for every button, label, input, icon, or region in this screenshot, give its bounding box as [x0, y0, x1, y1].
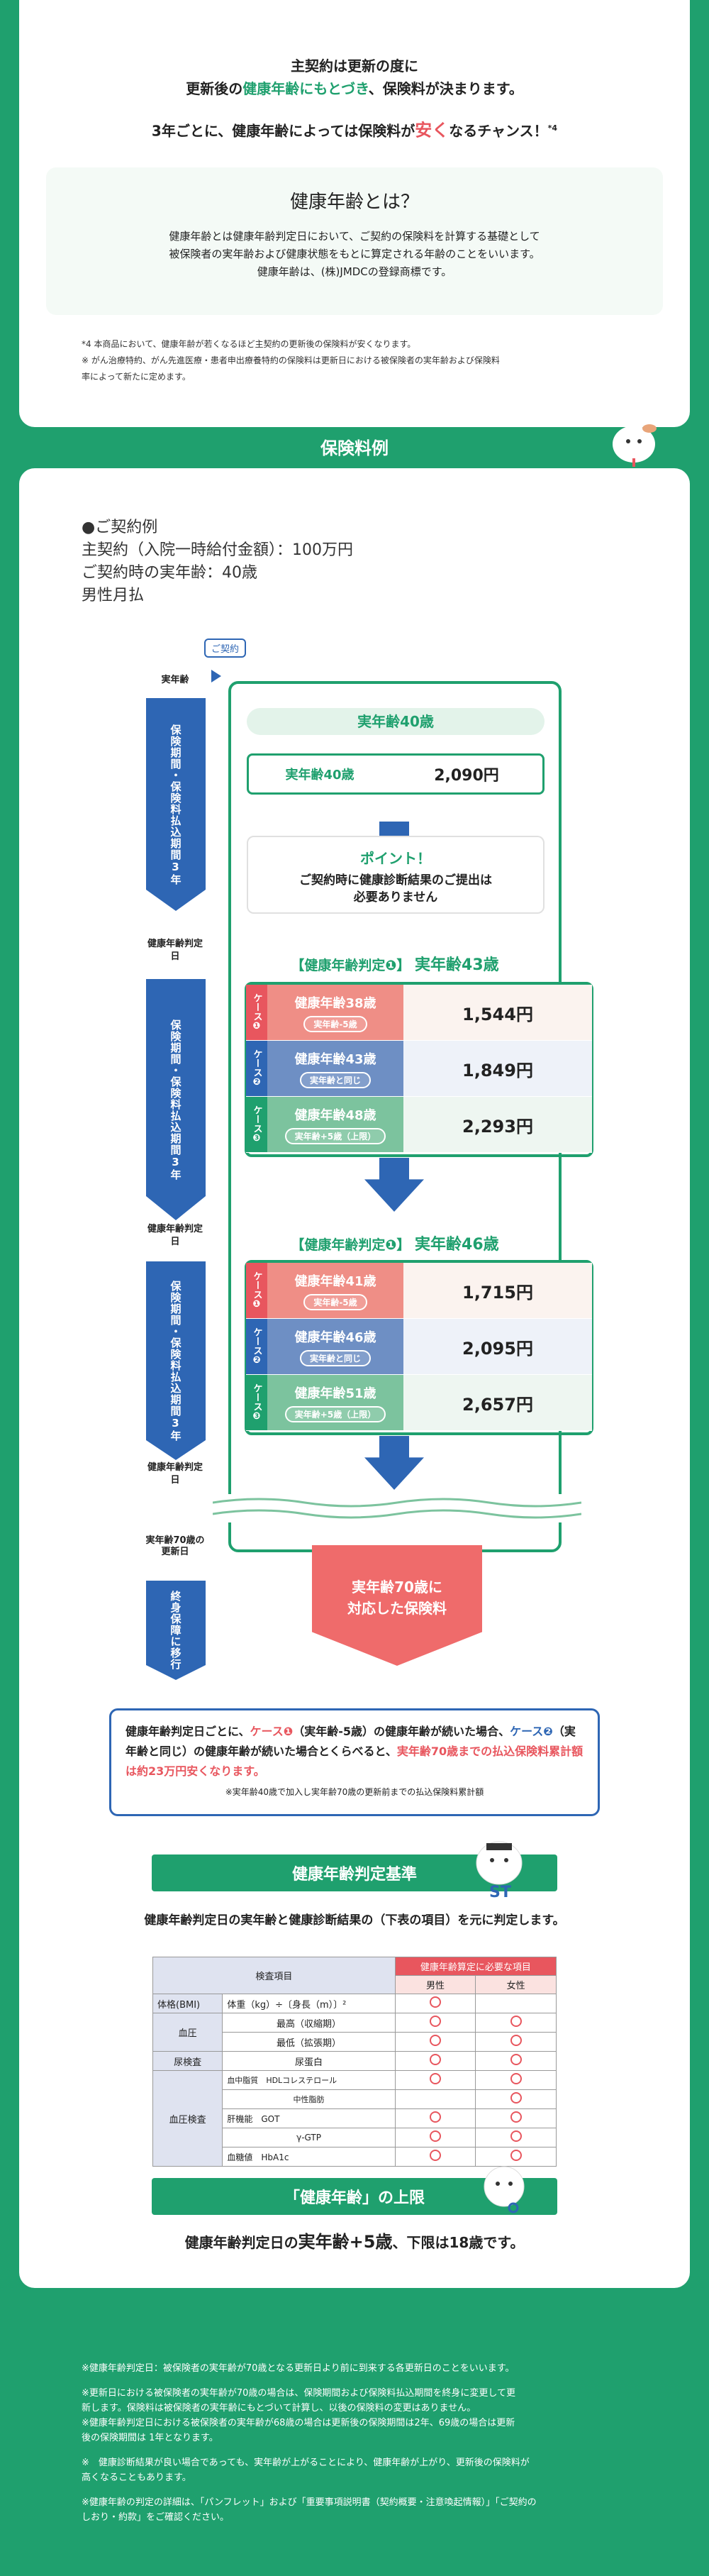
first-age: 実年齢40歳: [285, 768, 354, 783]
definition-text-2: 被保険者の実年齢および健康状態をもとに算定される年齢のことをいいます。: [169, 248, 540, 260]
period-arrow-2: 保険期間・保険料払込期間3年: [146, 979, 206, 1220]
age40-band: 実年齢40歳: [247, 708, 545, 735]
table-row: 血圧検査血中脂質 HDLコレステロール: [152, 2070, 557, 2167]
timeline-judge-1: 健康年齢判定日: [147, 939, 203, 962]
period-arrow-1: 保険期間・保険料払込期間3年: [146, 698, 206, 911]
timeline-age70: 実年齢70歳の更新日: [145, 1535, 205, 1557]
criteria-subtitle: 健康年齢判定日の実年齢と健康診断結果の（下表の項目）を元に判定します。: [144, 1913, 565, 1928]
example-line2: ご契約時の実年齢：40歳: [82, 564, 257, 582]
summary-box: 健康年齢判定日ごとに、ケース❶（実年齢-5歳）の健康年齢が続いた場合、ケース❷（…: [109, 1708, 600, 1816]
transfer-arrow: 終身保障に移行: [146, 1581, 206, 1680]
criteria-table-wrap: 検査項目健康年齢算定に必要な項目 男性女性 体格(BMI)体重（kg）÷〔身長（…: [152, 1957, 557, 2167]
table-row: 最低（拡張期）: [153, 2032, 557, 2052]
point-line1: ご契約時に健康診断結果のご提出は: [299, 873, 492, 888]
mascot-doctor-icon: [479, 2161, 529, 2218]
intro-card: 主契約は更新の度に 更新後の健康年齢にもとづき、保険料が決まります。 3年ごとに…: [19, 0, 690, 427]
first-price: 2,090円: [434, 767, 499, 785]
summary-note: ※実年齢40歳で加入し実年齢70歳の更新前までの払込保険料累計額: [225, 1787, 484, 1797]
timeline-label-age: 実年齢: [161, 675, 189, 685]
intro-line2: 更新後の健康年齢にもとづき、保険料が決まります。: [186, 80, 523, 97]
example-line3: 男性月払: [82, 587, 145, 604]
note-cancer-2: 率によって新たに定めます。: [82, 372, 191, 382]
example-heading: ●ご契約例: [82, 519, 158, 536]
first-premium-row: 実年齢40歳 2,090円: [247, 753, 545, 795]
intro-line3: 3年ごとに、健康年齢によっては保険料が安くなるチャンス！*4: [151, 120, 558, 140]
contract-example: ●ご契約例 主契約（入院一時給付金額）：100万円 ご契約時の実年齢：40歳 男…: [82, 516, 353, 607]
table-row: 肝機能 GOT: [153, 2108, 557, 2128]
section-title: 保険料例: [320, 438, 389, 458]
period-arrow-3: 保険期間・保険料払込期間3年: [146, 1261, 206, 1460]
st-label: ST: [489, 1884, 511, 1901]
intro-line1: 主契約は更新の度に: [291, 57, 418, 74]
point-box: ポイント！ ご契約時に健康診断結果のご提出は 必要ありません: [247, 836, 545, 914]
table-row: 体格(BMI)体重（kg）÷〔身長（m）〕²: [152, 1994, 557, 2013]
wave-break: [212, 1494, 582, 1522]
pointer-icon: [211, 670, 221, 682]
timeline-judge-2: 健康年齢判定日: [147, 1224, 203, 1247]
definition-title: 健康年齢とは？: [289, 192, 419, 213]
note-4: *4 本商品において、健康年齢が若くなるほど主契約の更新後の保険料が安くなります…: [82, 339, 416, 349]
criteria-table: 検査項目健康年齢算定に必要な項目 男性女性 体格(BMI)体重（kg）÷〔身長（…: [152, 1957, 557, 2167]
point-line2: 必要ありません: [353, 890, 438, 905]
note-cancer-1: ※ がん治療特約、がん先進医療・患者申出療養特約の保険料は更新日における被保険者…: [82, 355, 500, 365]
upper-limit-text: 健康年齢判定日の実年齢+5歳、下限は18歳です。: [184, 2232, 525, 2252]
example-line1: 主契約（入院一時給付金額）：100万円: [82, 541, 353, 559]
table-row: 血糖値 HbA1c: [153, 2147, 557, 2167]
table-row: 中性脂肪: [153, 2089, 557, 2109]
table-row: 血圧最高（収縮期）: [152, 2013, 557, 2052]
judge2-title: 【健康年齢判定❶】 実年齢46歳: [291, 1236, 499, 1254]
summary-text: 健康年齢判定日ごとに、ケース❶（実年齢-5歳）の健康年齢が続いた場合、ケース❷（…: [125, 1725, 584, 1778]
definition-box: 健康年齢とは？ 健康年齢とは健康年齢判定日において、ご契約の保険料を計算する基礎…: [46, 167, 663, 315]
table-row: 尿検査尿蛋白: [152, 2051, 557, 2071]
mascot-icon: [604, 416, 661, 467]
timeline-judge-3: 健康年齢判定日: [147, 1462, 203, 1486]
judge1-title: 【健康年齢判定❶】 実年齢43歳: [291, 956, 499, 974]
definition-text-1: 健康年齢とは健康年齢判定日において、ご契約の保険料を計算する基礎として: [169, 230, 540, 243]
definition-text-3: 健康年齢は、(株)JMDCの登録商標です。: [257, 265, 452, 278]
footer-notes: ※健康年齢判定日：被保険者の実年齢が70歳となる更新日より前に到来する各更新日の…: [82, 2363, 537, 2523]
contract-tag: ご契約: [204, 639, 247, 658]
point-title: ポイント！: [360, 850, 431, 867]
mascot-st-icon: ST: [471, 1837, 527, 1901]
